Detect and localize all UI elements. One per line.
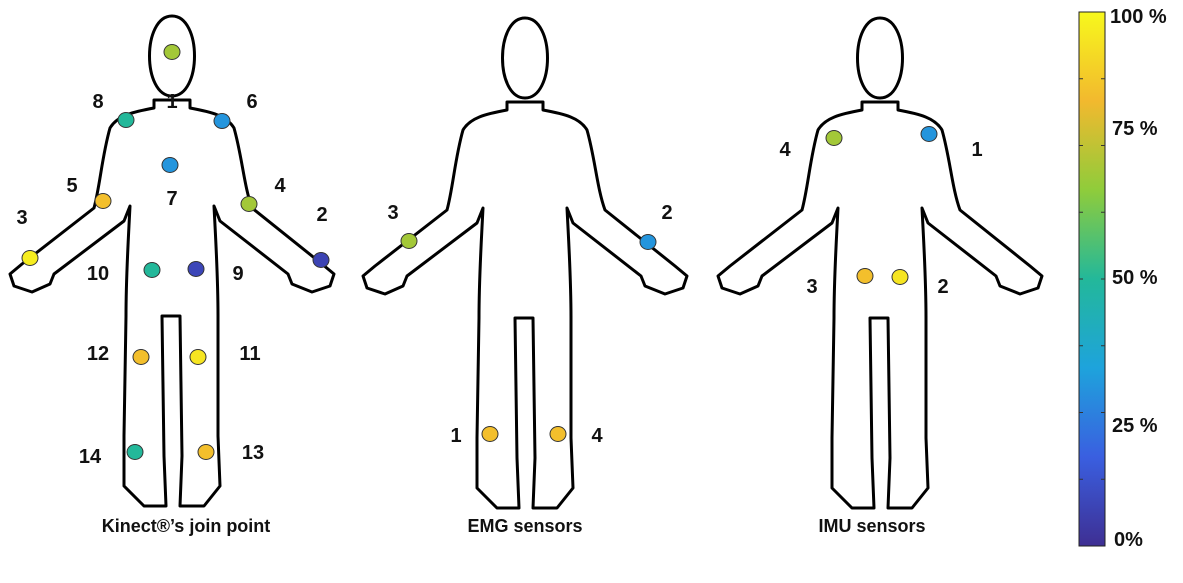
sensor-dot-1-11 [189, 349, 207, 365]
sensor-dot-1-head [163, 44, 181, 60]
sensor-dot-1-6 [213, 113, 231, 129]
kinect-label-14: 14 [79, 446, 102, 468]
emg-label-1: 1 [450, 425, 461, 447]
caption-imu: IMU sensors [818, 516, 925, 536]
kinect-label-11: 11 [239, 343, 260, 365]
kinect-label-13: 13 [242, 442, 264, 464]
kinect-label-8: 8 [92, 91, 103, 113]
sensor-dot-3-4 [825, 130, 843, 146]
torso-outline [8, 98, 336, 508]
kinect-label-2: 2 [316, 204, 327, 226]
sensor-dot-1-13 [197, 444, 215, 460]
sensor-dot-1-8 [117, 112, 135, 128]
imu-label-1: 1 [971, 139, 982, 161]
sensor-dot-1-10 [143, 262, 161, 278]
emg-label-2: 2 [661, 202, 672, 224]
kinect-label-5: 5 [66, 175, 77, 197]
imu-label-4: 4 [779, 139, 791, 161]
sensor-dot-3-2 [891, 269, 909, 285]
kinect-label-6: 6 [246, 91, 257, 113]
sensor-dot-1-12 [132, 349, 150, 365]
colorbar-tick-50: 50 % [1112, 267, 1158, 289]
imu-label-2: 2 [937, 276, 948, 298]
kinect-label-10: 10 [87, 263, 109, 285]
sensor-dot-1-5 [94, 193, 112, 209]
kinect-label-12: 12 [87, 343, 109, 365]
sensor-dots [21, 44, 938, 460]
emg-label-4: 4 [591, 425, 603, 447]
sensor-dot-2-4 [549, 426, 567, 442]
sensor-dot-1-4 [240, 196, 258, 212]
sensor-dot-3-3 [856, 268, 874, 284]
colorbar [1078, 11, 1106, 547]
body-outline-3 [716, 16, 1044, 510]
kinect-label-1: 1 [166, 91, 177, 113]
sensor-dot-2-2 [639, 234, 657, 250]
sensor-dot-1-7 [161, 157, 179, 173]
head-outline [856, 16, 904, 100]
sensor-dot-1-9 [187, 261, 205, 277]
torso-outline [361, 100, 689, 510]
colorbar-tick-100: 100 % [1110, 6, 1167, 28]
torso-outline [716, 100, 1044, 510]
sensor-dot-1-3 [21, 250, 39, 266]
colorbar-tick-75: 75 % [1112, 118, 1158, 140]
body-outlines [8, 14, 1044, 510]
sensor-dot-2-3 [400, 233, 418, 249]
kinect-label-9: 9 [232, 263, 243, 285]
caption-kinect: Kinect®’s join point [102, 516, 271, 536]
head-outline [501, 16, 549, 100]
kinect-label-4: 4 [274, 175, 286, 197]
colorbar-ticks [1079, 78, 1105, 480]
body-outline-1 [8, 14, 336, 508]
sensor-dot-1-14 [126, 444, 144, 460]
kinect-label-7: 7 [166, 188, 177, 210]
colorbar-tick-25: 25 % [1112, 415, 1158, 437]
sensor-dot-1-2 [312, 252, 330, 268]
sensor-dot-3-1 [920, 126, 938, 142]
imu-label-3: 3 [806, 276, 817, 298]
sensor-dot-2-1 [481, 426, 499, 442]
caption-emg: EMG sensors [467, 516, 582, 536]
colorbar-tick-0: 0% [1114, 529, 1143, 551]
kinect-label-3: 3 [16, 207, 27, 229]
emg-label-3: 3 [387, 202, 398, 224]
body-outline-2 [361, 16, 689, 510]
